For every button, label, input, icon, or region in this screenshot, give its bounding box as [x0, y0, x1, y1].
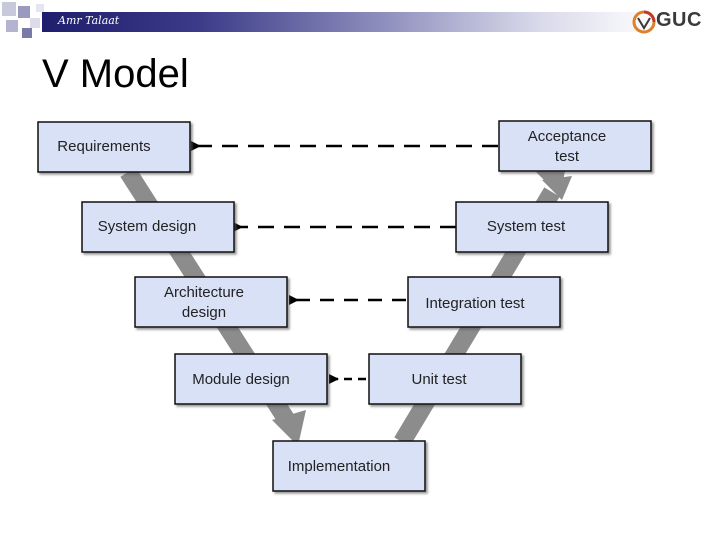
slide-header: Amr Talaat GUC — [0, 0, 720, 42]
slide-title: V Model — [42, 52, 189, 96]
acceptance-test-label: Acceptance test — [527, 128, 607, 165]
module-design-box — [174, 353, 328, 405]
correspondence-arrows — [191, 141, 498, 384]
implementation-label: Implementation — [287, 458, 391, 475]
decorative-squares-icon — [2, 2, 44, 38]
system-test-box — [455, 201, 609, 253]
header-gradient-bar — [42, 12, 660, 32]
author-name: Amr Talaat — [58, 14, 120, 27]
system-design-label: System design — [97, 218, 197, 235]
guc-logo-icon — [632, 10, 656, 34]
unit-test-label: Unit test — [411, 371, 467, 388]
requirements-box — [37, 121, 191, 173]
unit-test-box — [368, 353, 522, 405]
logo-text: GUC — [656, 9, 702, 31]
implementation-box — [272, 440, 426, 492]
system-design-box — [81, 201, 235, 253]
system-test-label: System test — [486, 218, 566, 235]
architecture-design-label: Architecture design — [163, 284, 245, 321]
architecture-design-box — [134, 276, 288, 328]
acceptance-test-box — [498, 120, 652, 172]
module-design-label: Module design — [192, 371, 290, 388]
requirements-label: Requirements — [57, 138, 151, 155]
integration-test-label: Integration test — [425, 295, 525, 312]
integration-test-box — [407, 276, 561, 328]
